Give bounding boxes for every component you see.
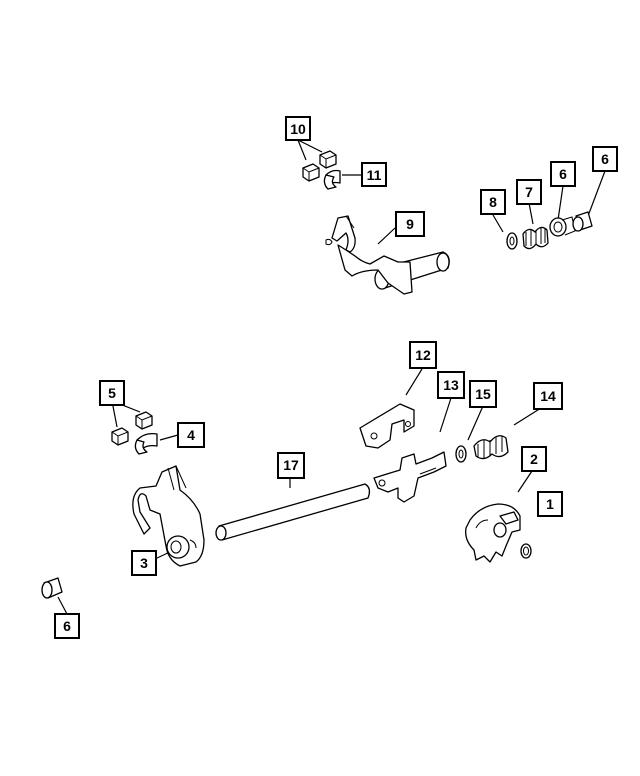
callout-label: 2 (530, 451, 538, 467)
part-11-shoe (323, 169, 341, 190)
callout-label: 7 (525, 184, 533, 200)
callout-label: 10 (290, 121, 306, 137)
callout-5: 5 (99, 380, 125, 406)
callout-label: 17 (283, 457, 299, 473)
part-17-rod (215, 483, 371, 541)
callout-7: 6 (550, 161, 576, 187)
part-4-shoe (134, 432, 158, 455)
part-10-fork (325, 215, 450, 295)
callout-label: 8 (489, 194, 497, 210)
part-15-spring (473, 435, 509, 460)
callout-label: 1 (546, 496, 554, 512)
callout-12: 10 (285, 116, 311, 141)
callout-1: 1 (537, 491, 563, 517)
callout-4: 4 (177, 422, 205, 448)
callout-label: 15 (475, 386, 491, 402)
callout-label: 13 (443, 377, 459, 393)
callout-label: 14 (540, 388, 556, 404)
part-6-bushing-lower (41, 577, 63, 599)
callout-10: 9 (395, 211, 425, 237)
callout-label: 12 (415, 347, 431, 363)
part-13-bracket (359, 403, 415, 449)
callout-label: 3 (140, 555, 148, 571)
part-1-snap-ring (520, 543, 532, 559)
callout-2: 2 (521, 446, 547, 472)
callout-label: 9 (406, 216, 414, 232)
callout-label: 6 (601, 151, 609, 167)
callout-8: 7 (516, 179, 542, 205)
callout-17: 17 (277, 452, 305, 479)
callout-11: 11 (361, 162, 387, 187)
part-6-bushing-upper (572, 211, 593, 232)
part-3-fork (132, 465, 205, 567)
part-8-spring (522, 226, 549, 250)
callout-label: 6 (559, 166, 567, 182)
part-12-inserts (302, 150, 337, 182)
part-5-inserts (111, 411, 153, 446)
callout-14: 13 (437, 371, 465, 399)
leader-lines (57, 139, 606, 615)
callout-9: 8 (480, 189, 506, 215)
callout-6-upper: 6 (592, 146, 618, 172)
callout-16: 15 (469, 380, 497, 408)
part-9-washer (506, 232, 518, 250)
part-2-plate (465, 503, 521, 563)
part-16-washer (455, 445, 467, 463)
callout-label: 6 (63, 618, 71, 634)
callout-6-lower: 6 (54, 613, 80, 639)
callouts: 10 11 9 8 7 6 6 12 (54, 116, 618, 639)
part-7-sleeve (549, 216, 576, 237)
callout-3: 3 (131, 550, 157, 576)
callout-label: 5 (108, 385, 116, 401)
callout-13: 12 (409, 341, 437, 369)
callout-label: 11 (367, 167, 382, 183)
part-14-bracket (373, 451, 447, 503)
callout-15: 14 (533, 382, 563, 410)
callout-label: 4 (187, 427, 195, 443)
